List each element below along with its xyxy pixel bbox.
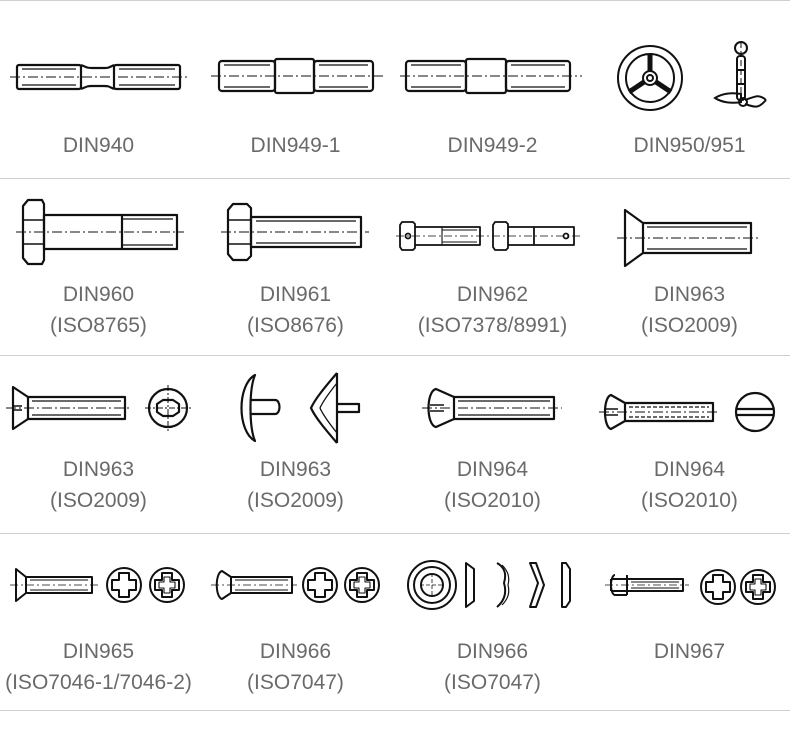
- divider: [0, 355, 790, 356]
- item-code: DIN966: [259, 640, 332, 663]
- item-code: DIN963: [259, 458, 332, 481]
- hex-bolt-icon: [0, 192, 197, 272]
- dome-head-screw-icon: [197, 367, 394, 447]
- countersunk-phillips-screw-icon: [0, 545, 197, 625]
- washer-variants-icon: [394, 543, 591, 623]
- item-standard: (ISO2010): [444, 489, 541, 512]
- item-standard: (ISO7378/8991): [417, 314, 568, 337]
- item-code: DIN960: [62, 283, 135, 306]
- item-code: DIN963: [653, 283, 726, 306]
- divider: [0, 0, 790, 1]
- hex-bolt-pair-icon: [394, 196, 591, 276]
- raised-countersunk-screw-icon: [394, 367, 591, 447]
- catalog-item-din966-washers[interactable]: DIN966 (ISO7047): [394, 533, 591, 710]
- item-code: DIN966: [456, 640, 529, 663]
- item-standard: (ISO7047): [444, 671, 541, 694]
- item-standard: (ISO8676): [247, 314, 344, 337]
- catalog-item-din967[interactable]: DIN967: [591, 533, 788, 710]
- catalog-item-din964[interactable]: DIN964 (ISO2010): [394, 355, 591, 533]
- item-code: DIN949-2: [447, 134, 538, 157]
- raised-countersunk-phillips-screw-icon: [197, 545, 394, 625]
- item-code: DIN962: [456, 283, 529, 306]
- catalog-item-din949-1[interactable]: DIN949-1: [197, 0, 394, 178]
- divider: [0, 533, 790, 534]
- item-code: DIN963: [62, 458, 135, 481]
- catalog-item-din949-2[interactable]: DIN949-2: [394, 0, 591, 178]
- catalog-item-din964-slotted[interactable]: DIN964 (ISO2010): [591, 355, 788, 533]
- item-code: DIN949-1: [250, 134, 341, 157]
- item-standard: (ISO7047): [247, 671, 344, 694]
- item-standard: (ISO8765): [50, 314, 147, 337]
- catalog-item-din950-951[interactable]: DIN950/951: [591, 0, 788, 178]
- item-code: DIN967: [653, 640, 726, 663]
- catalog-item-din962[interactable]: DIN962 (ISO7378/8991): [394, 178, 591, 355]
- handwheel-icon: [591, 36, 788, 116]
- item-standard: (ISO2009): [641, 314, 738, 337]
- item-standard: (ISO7046-1/7046-2): [5, 671, 192, 694]
- countersunk-screw-icon: [591, 198, 788, 278]
- catalog-item-din965[interactable]: DIN965 (ISO7046-1/7046-2): [0, 533, 197, 710]
- stud-bolt-icon: [394, 37, 591, 117]
- item-standard: (ISO2010): [641, 489, 738, 512]
- stud-bolt-icon: [197, 37, 394, 117]
- catalog-item-din963-slotted[interactable]: DIN963 (ISO2009): [0, 355, 197, 533]
- catalog-item-din966[interactable]: DIN966 (ISO7047): [197, 533, 394, 710]
- item-code: DIN965: [62, 640, 135, 663]
- raised-countersunk-slotted-screw-icon: [591, 371, 788, 451]
- catalog-item-din960[interactable]: DIN960 (ISO8765): [0, 178, 197, 355]
- catalog-item-din963[interactable]: DIN963 (ISO2009): [591, 178, 788, 355]
- item-standard: (ISO2009): [50, 489, 147, 512]
- catalog-item-din963-dome[interactable]: DIN963 (ISO2009): [197, 355, 394, 533]
- countersunk-slotted-screw-icon: [0, 367, 197, 447]
- catalog-item-din961[interactable]: DIN961 (ISO8676): [197, 178, 394, 355]
- catalog-item-din940[interactable]: DIN940: [0, 0, 197, 178]
- pan-head-phillips-screw-icon: [591, 545, 788, 625]
- hex-bolt-icon: [197, 190, 394, 270]
- item-code: DIN950/951: [633, 134, 746, 157]
- item-standard: (ISO2009): [247, 489, 344, 512]
- item-code: DIN964: [456, 458, 529, 481]
- item-code: DIN940: [62, 134, 135, 157]
- divider: [0, 710, 790, 711]
- divider: [0, 178, 790, 179]
- item-code: DIN964: [653, 458, 726, 481]
- stud-bolt-icon: [0, 38, 197, 118]
- item-code: DIN961: [259, 283, 332, 306]
